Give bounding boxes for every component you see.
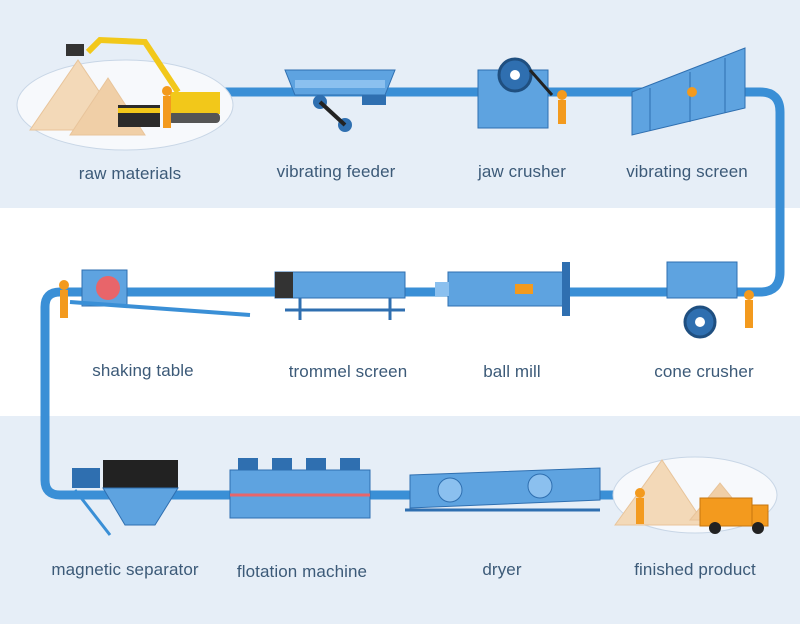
label-vibrating-feeder: vibrating feeder bbox=[276, 162, 396, 181]
label-trommel-screen: trommel screen bbox=[288, 362, 408, 381]
label-cone-crusher: cone crusher bbox=[654, 362, 754, 381]
label-vibrating-screen: vibrating screen bbox=[626, 162, 748, 181]
finished-product-illustration bbox=[612, 456, 778, 534]
label-raw-materials: raw materials bbox=[78, 164, 182, 183]
label-dryer: dryer bbox=[482, 560, 522, 579]
conveyor-pipe bbox=[40, 87, 785, 500]
label-jaw-crusher: jaw crusher bbox=[477, 162, 567, 181]
label-magnetic-separator: magnetic separator bbox=[51, 560, 199, 579]
raw-materials-illustration bbox=[16, 36, 234, 151]
vibrating-feeder-illustration bbox=[284, 69, 396, 132]
label-ball-mill: ball mill bbox=[483, 362, 541, 381]
cone-crusher-illustration bbox=[666, 261, 754, 339]
label-shaking-table: shaking table bbox=[92, 361, 194, 380]
shaking-table-illustration bbox=[59, 269, 251, 318]
row-band-middle bbox=[0, 208, 800, 416]
dryer-illustration bbox=[405, 467, 601, 512]
vibrating-screen-illustration bbox=[631, 47, 746, 136]
label-flotation-machine: flotation machine bbox=[236, 562, 368, 581]
ball-mill-illustration bbox=[435, 262, 570, 316]
flotation-machine-illustration bbox=[229, 458, 371, 519]
label-finished-product: finished product bbox=[634, 560, 756, 579]
magnetic-separator-illustration bbox=[72, 460, 179, 536]
trommel-screen-illustration bbox=[274, 271, 406, 320]
jaw-crusher-illustration bbox=[477, 57, 567, 129]
